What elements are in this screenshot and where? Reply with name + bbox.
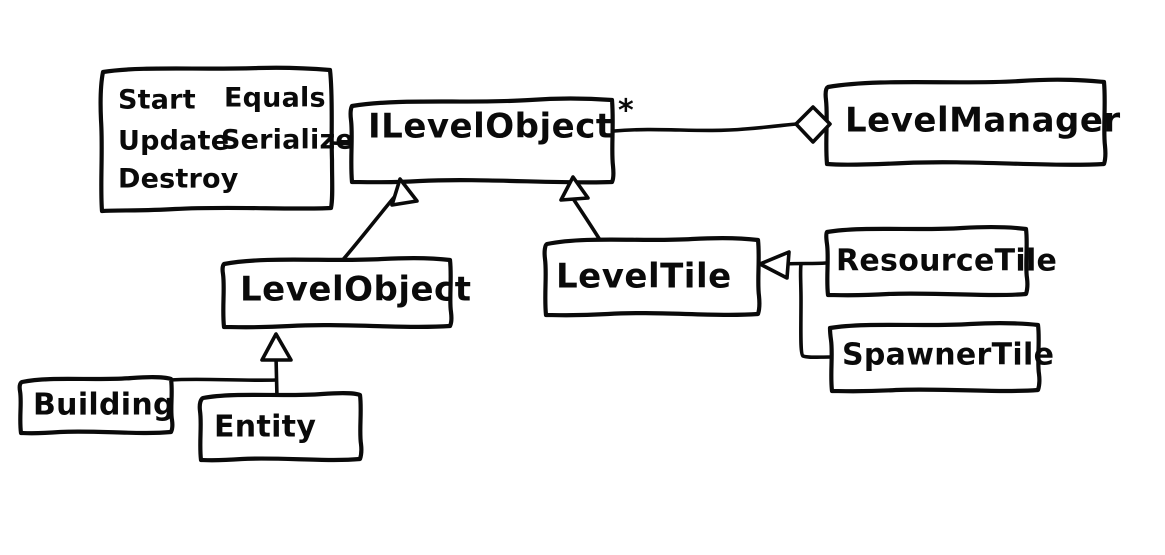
class-label-entity: Entity (214, 410, 316, 445)
generalization-arrow-leveltile-icon (559, 175, 590, 202)
class-box-levelmanager (823, 77, 1108, 167)
class-label-building: Building (33, 388, 175, 423)
class-box-building (17, 375, 175, 436)
connector-resourcetile-to-leveltile (784, 261, 828, 266)
method-equals: Equals (224, 83, 326, 114)
connector-levelobject-to-ilevelobject (339, 193, 398, 264)
methods-box (98, 65, 335, 214)
multiplicity-label: * (618, 94, 634, 129)
generalization-arrow-tiles-icon (758, 250, 791, 280)
connector-methods-to-ilevelobject (330, 141, 354, 146)
aggregation-diamond-icon (794, 105, 832, 144)
class-box-entity (197, 391, 364, 463)
connector-building-to-riser (168, 377, 278, 383)
method-start: Start (118, 85, 196, 116)
class-box-ilevelobject (348, 96, 616, 185)
generalization-arrow-entity-icon (260, 332, 293, 362)
method-update: Update (118, 126, 229, 157)
connector-spawnertile-to-leveltile (798, 262, 832, 360)
method-destroy: Destroy (118, 164, 239, 195)
class-label-levelmanager: LevelManager (845, 101, 1121, 141)
generalization-arrow-levelobject-icon (390, 177, 419, 207)
class-label-levelobject: LevelObject (240, 270, 471, 310)
class-box-spawnertile (827, 321, 1042, 394)
method-serialize: Serialize (221, 125, 354, 156)
class-box-levelobject (220, 256, 454, 330)
class-label-ilevelobject: ILevelObject (368, 107, 613, 147)
class-label-leveltile: LevelTile (556, 257, 732, 297)
class-label-resourcetile: ResourceTile (836, 244, 1057, 279)
class-box-leveltile (542, 236, 762, 318)
connector-entity-to-levelobject (274, 354, 279, 400)
class-box-resourcetile (824, 225, 1030, 298)
class-label-spawnertile: SpawnerTile (842, 338, 1054, 373)
connector-ilevelobject-to-levelmanager (612, 122, 798, 133)
